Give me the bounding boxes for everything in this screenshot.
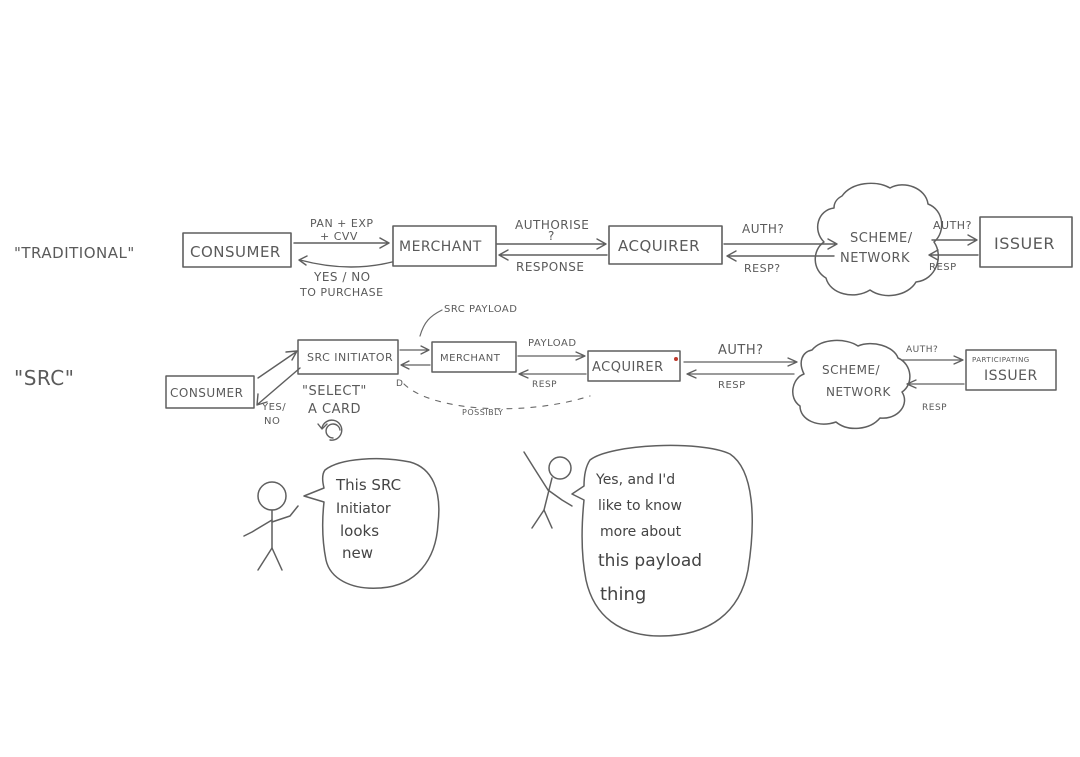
src-consumer-box <box>165 375 255 409</box>
label-response: RESPONSE <box>516 260 584 274</box>
speech-bubble-right <box>571 444 753 637</box>
arrow-scheme-to-acquirer <box>726 250 835 262</box>
arrow-acquirer-to-scheme <box>723 238 838 250</box>
src-label: "SRC" <box>14 366 74 390</box>
arrow-src-merchant-to-acquirer <box>517 351 586 361</box>
stick-figure-left <box>243 481 299 571</box>
traditional-label: "TRADITIONAL" <box>14 244 135 262</box>
traditional-merchant-box <box>392 225 497 267</box>
label-resp-q-1: RESP? <box>744 262 781 275</box>
traditional-issuer-box <box>979 216 1073 268</box>
refresh-icon <box>317 419 343 441</box>
speech-right-line-1: Yes, and I'd <box>595 472 675 488</box>
traditional-acquirer-label: ACQUIRER <box>618 237 700 255</box>
label-src-resp-s: RESP <box>922 403 947 413</box>
speech-right-line-2: like to know <box>598 498 682 514</box>
arrow-acquirer-to-merchant <box>498 249 608 261</box>
src-issuer-label: ISSUER <box>984 368 1038 384</box>
arrow-merchant-to-acquirer <box>496 238 607 250</box>
src-initiator-box <box>297 339 399 375</box>
label-authorise: AUTHORISE <box>515 218 589 232</box>
speech-left-line-1: This SRC <box>335 476 401 494</box>
src-participating-label: PARTICIPATING <box>972 356 1030 364</box>
src-scheme-label-1: SCHEME/ <box>822 363 881 377</box>
traditional-issuer-label: ISSUER <box>994 234 1055 253</box>
arrow-src-acquirer-to-merchant <box>518 369 587 379</box>
label-src-auth-q-2: AUTH? <box>906 345 938 355</box>
src-acquirer-box <box>587 350 681 382</box>
speech-left-line-4: new <box>342 544 373 562</box>
label-payload: PAYLOAD <box>528 338 577 349</box>
arrow-merchant-to-consumer <box>298 255 393 268</box>
label-resp-2: RESP <box>929 262 957 273</box>
arrow-merchant-to-initiator <box>400 360 431 370</box>
speech-right-line-3: more about <box>600 524 682 540</box>
label-src-payload: SRC PAYLOAD <box>444 304 517 315</box>
label-no: NO <box>264 416 280 427</box>
speech-bubble-left <box>303 458 440 589</box>
arrow-consumer-to-initiator <box>257 350 298 379</box>
src-scheme-label-2: NETWORK <box>826 385 892 399</box>
stick-figure-right <box>523 451 573 529</box>
traditional-consumer-box <box>182 232 292 268</box>
label-yes: YES/ <box>261 402 286 413</box>
possibly-dashed-arc <box>403 383 591 410</box>
speech-left-line-3: looks <box>340 522 379 540</box>
label-cvv: + CVV <box>320 230 358 243</box>
speech-right-line-4: this payload <box>598 551 702 571</box>
traditional-acquirer-box <box>608 225 723 265</box>
arrow-src-issuer-to-scheme <box>906 379 965 389</box>
src-initiator-label: SRC INITIATOR <box>307 351 393 364</box>
src-acquirer-label: ACQUIRER <box>592 360 664 375</box>
red-dot <box>674 357 678 361</box>
arrow-src-scheme-to-issuer <box>901 355 964 365</box>
src-consumer-label: CONSUMER <box>170 386 243 400</box>
label-possibly: POSSIBLY <box>462 408 503 417</box>
arrow-initiator-to-merchant <box>399 345 430 355</box>
traditional-merchant-label: MERCHANT <box>399 239 482 255</box>
speech-left-line-2: Initiator <box>336 501 391 517</box>
arrow-initiator-to-consumer <box>256 367 301 406</box>
arrow-scheme-to-issuer <box>931 234 978 246</box>
label-d-mark: D <box>396 379 403 389</box>
label-select: "SELECT" <box>302 384 367 399</box>
speech-right-line-5: thing <box>600 584 646 605</box>
src-payload-pointer <box>419 309 443 337</box>
label-authorise-question: ? <box>548 229 555 243</box>
traditional-scheme-label-1: SCHEME/ <box>850 231 913 246</box>
label-resp-m: RESP <box>532 380 557 390</box>
traditional-consumer-label: CONSUMER <box>190 243 281 261</box>
label-auth-q-2: AUTH? <box>933 219 972 232</box>
src-scheme-network-cloud <box>792 339 911 430</box>
label-auth-q-1: AUTH? <box>742 222 784 236</box>
label-pan-exp: PAN + EXP <box>310 217 374 230</box>
arrow-src-scheme-to-acquirer <box>686 369 795 379</box>
label-a-card: A CARD <box>308 402 361 417</box>
label-to-purchase: TO PURCHASE <box>299 286 384 299</box>
label-src-auth-q: AUTH? <box>718 343 764 358</box>
arrow-consumer-to-merchant <box>293 237 390 249</box>
arrow-issuer-to-scheme <box>928 249 979 261</box>
traditional-scheme-label-2: NETWORK <box>840 251 910 266</box>
arrow-src-acquirer-to-scheme <box>683 357 798 367</box>
traditional-scheme-network-cloud <box>814 182 943 297</box>
label-src-resp-a: RESP <box>718 380 746 391</box>
label-yes-no: YES / NO <box>313 270 371 284</box>
src-merchant-label: MERCHANT <box>440 353 501 364</box>
src-merchant-box <box>431 341 517 373</box>
src-issuer-box <box>965 349 1057 391</box>
